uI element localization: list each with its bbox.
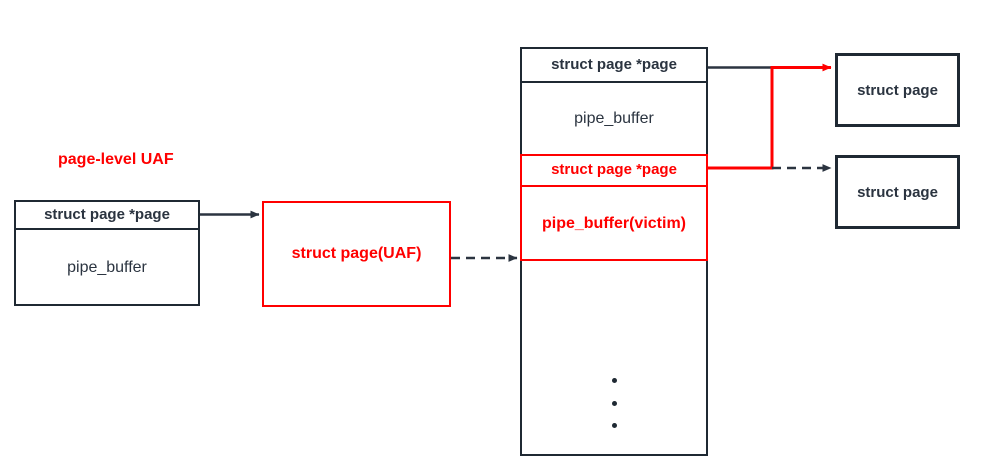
ellipsis-dot — [611, 378, 617, 383]
left-pipe-buffer-header: struct page *page — [14, 200, 200, 230]
uaf-struct-page-label: struct page(UAF) — [291, 245, 422, 262]
sprayed-row-3-victim-pipe-buffer: pipe_buffer(victim) — [541, 215, 686, 232]
vertical-ellipsis — [611, 378, 617, 428]
left-pipe-buffer-box: struct page *page pipe_buffer — [14, 200, 200, 306]
target-struct-page-bottom-label: struct page — [857, 183, 938, 201]
target-struct-page-top-label: struct page — [857, 81, 938, 99]
left-pipe-buffer-body: pipe_buffer — [67, 259, 147, 276]
arrow-victim-page-ptr-hijack — [708, 63, 832, 170]
sprayed-row-2-victim-struct-page-ptr: struct page *page — [520, 154, 708, 187]
sprayed-row-0-struct-page-ptr: struct page *page — [520, 47, 708, 83]
sprayed-pipe-buffer-box: struct page *page pipe_buffer struct pag… — [520, 47, 708, 456]
uaf-struct-page-box: struct page(UAF) — [262, 201, 451, 307]
victim-pipe-buffer-block: struct page *page pipe_buffer(victim) — [520, 154, 708, 261]
ellipsis-dot — [611, 423, 617, 428]
target-struct-page-top-box: struct page — [835, 53, 960, 127]
page-level-uaf-label: page-level UAF — [58, 151, 174, 168]
sprayed-row-1-pipe-buffer: pipe_buffer — [574, 109, 654, 127]
target-struct-page-bottom-box: struct page — [835, 155, 960, 229]
ellipsis-dot — [611, 400, 617, 406]
